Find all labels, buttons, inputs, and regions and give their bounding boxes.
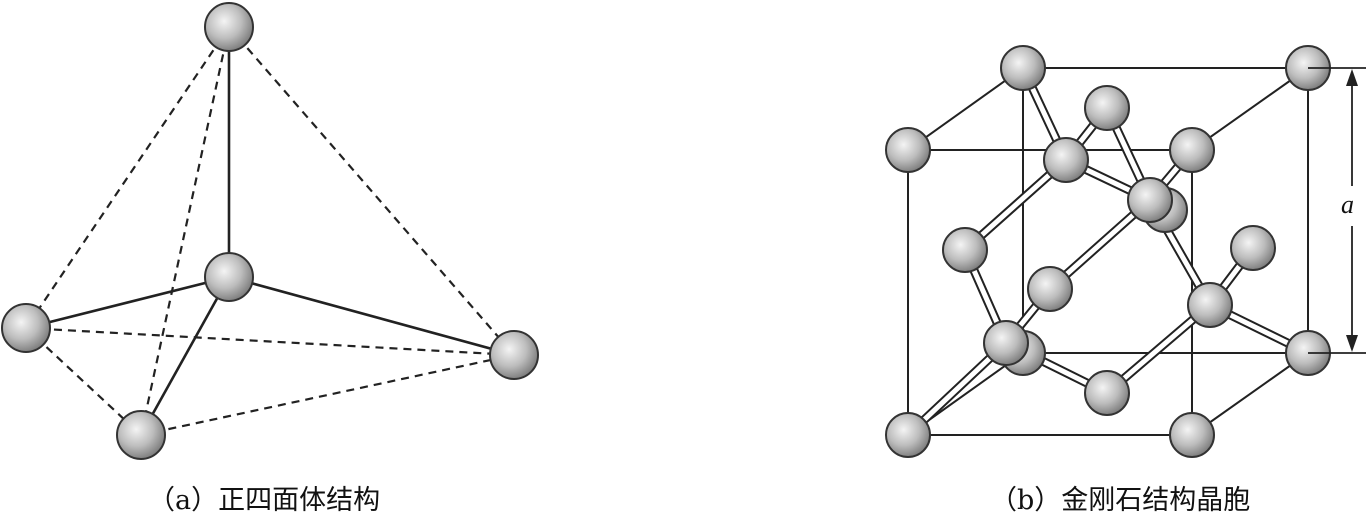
dimension-marker xyxy=(1308,67,1366,354)
tetrahedron-atoms xyxy=(1,2,539,460)
dimension-arrow-up xyxy=(1346,69,1358,86)
dashed-edge xyxy=(139,26,231,436)
dimension-arrow-down xyxy=(1346,335,1358,352)
atom-interior xyxy=(1127,177,1173,223)
cube-edge xyxy=(907,67,1024,151)
atom-top xyxy=(204,2,254,52)
atom-corner xyxy=(885,127,931,173)
diamond-atoms xyxy=(885,45,1331,458)
atom-center xyxy=(204,252,254,302)
dashed-edge xyxy=(140,353,515,437)
tetrahedron-dashed-edges xyxy=(25,26,515,437)
bond xyxy=(25,275,230,330)
atom-interior xyxy=(983,320,1029,366)
bond xyxy=(139,276,231,436)
atom-corner xyxy=(885,412,931,458)
atom-bottom xyxy=(116,410,166,460)
dashed-edge xyxy=(25,326,515,357)
tetrahedron-diagram xyxy=(1,2,539,460)
dashed-edge xyxy=(25,26,230,329)
atom-face-back-center xyxy=(1027,266,1073,312)
atom-interior xyxy=(1043,137,1089,183)
atom-face-right xyxy=(1230,225,1276,271)
dimension-label: a xyxy=(1341,190,1354,219)
diamond-cell-diagram xyxy=(885,45,1366,458)
atom-left xyxy=(1,303,51,353)
dashed-edge xyxy=(25,327,142,436)
atom-right xyxy=(489,330,539,380)
atom-face-top xyxy=(1084,85,1130,131)
atom-face-left xyxy=(942,227,988,273)
atom-face-bottom xyxy=(1084,370,1130,416)
cube-edge xyxy=(1191,352,1309,436)
atom-corner xyxy=(1000,45,1046,91)
cube-edge xyxy=(1191,67,1309,151)
atom-interior xyxy=(1187,282,1233,328)
dashed-edge xyxy=(228,26,515,356)
bond xyxy=(228,275,515,357)
atom-face xyxy=(1169,127,1215,173)
atom-corner xyxy=(1169,412,1215,458)
caption-diamond-cell: （b）金刚石结构晶胞 xyxy=(990,485,1251,516)
caption-tetrahedron: （a）正四面体结构 xyxy=(148,485,381,516)
tetrahedron-bonds xyxy=(25,27,515,436)
